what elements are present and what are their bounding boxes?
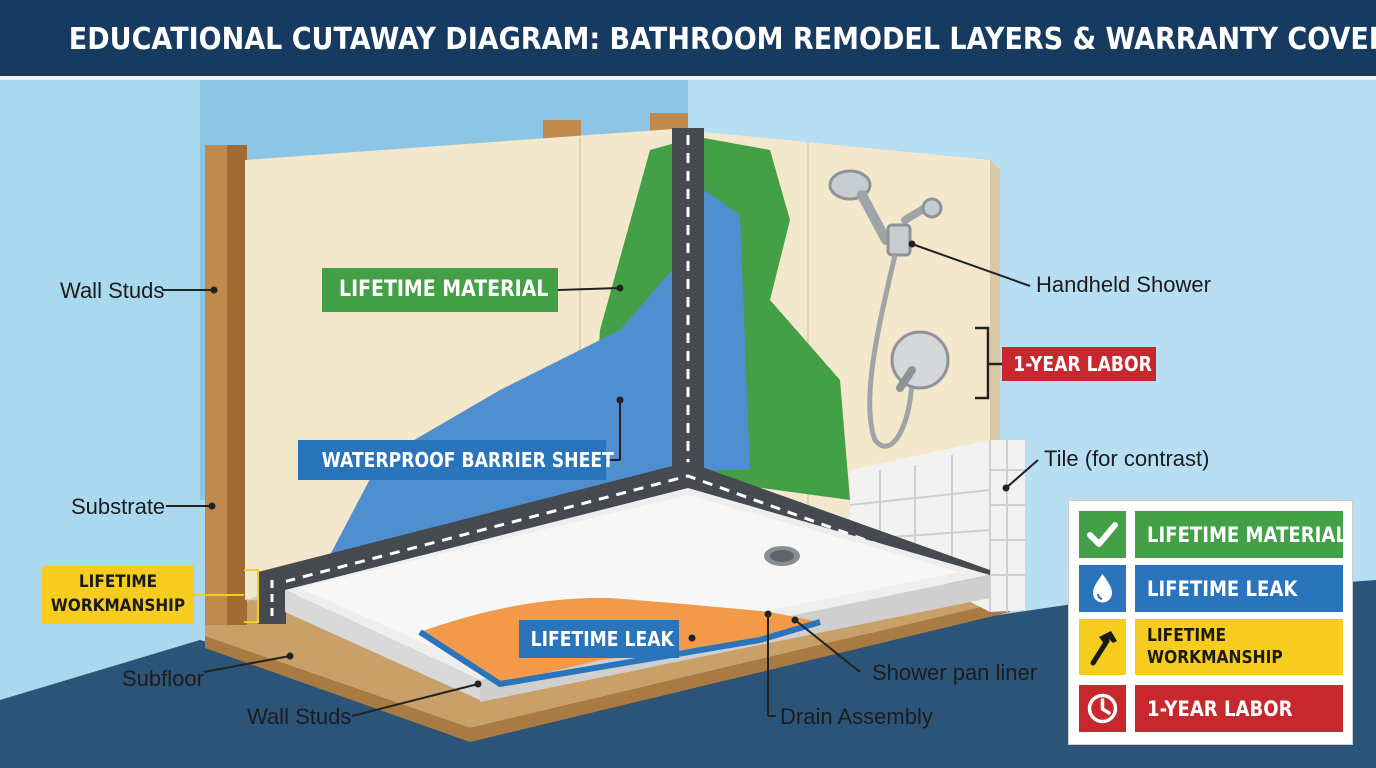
label-drain-assembly: Drain Assembly: [780, 704, 933, 729]
label-shower-pan-liner: Shower pan liner: [872, 660, 1038, 685]
legend-label-lifetime-leak: LIFETIME LEAK: [1135, 565, 1343, 612]
wall-stud-left-side: [227, 145, 247, 625]
label-wall-studs-top: Wall Studs: [60, 278, 165, 303]
wall-stud-left: [205, 145, 227, 625]
label-handheld-shower: Handheld Shower: [1036, 272, 1211, 297]
legend-label-lifetime-material: LIFETIME MATERIAL: [1135, 511, 1347, 558]
legend-item-lifetime-workmanship: LIFETIME WORKMANSHIP: [1079, 619, 1343, 675]
legend-item-lifetime-leak: LIFETIME LEAK: [1079, 565, 1343, 612]
waterproof-barrier-side: [704, 190, 750, 470]
legend-item-one-year-labor: 1-YEAR LABOR: [1079, 685, 1343, 732]
label-substrate: Substrate: [71, 494, 166, 519]
checkmark-icon: [1079, 511, 1126, 558]
label-subfloor: Subfloor: [122, 666, 204, 691]
subfloor-edge: [205, 600, 1010, 742]
legend-label-lifetime-workmanship: LIFETIME WORKMANSHIP: [1135, 619, 1343, 675]
label-wall-studs-bottom: Wall Studs: [247, 704, 352, 729]
hammer-icon: [1079, 619, 1126, 675]
page-title: EDUCATIONAL CUTAWAY DIAGRAM: BATHROOM RE…: [68, 22, 1376, 57]
legend: LIFETIME MATERIAL LIFETIME LEAK LIFETIME…: [1068, 500, 1353, 745]
tag-one-year-labor: 1-YEAR LABOR: [1002, 347, 1156, 381]
clock-icon: [1079, 685, 1126, 732]
legend-item-lifetime-material: LIFETIME MATERIAL: [1079, 511, 1347, 558]
water-drop-icon: [1079, 565, 1126, 612]
tag-lifetime-material: LIFETIME MATERIAL: [322, 268, 558, 312]
handheld-shower-fixture: [828, 169, 950, 449]
title-bar: EDUCATIONAL CUTAWAY DIAGRAM: BATHROOM RE…: [0, 0, 1376, 80]
leader-lines: [162, 243, 1039, 717]
tag-lifetime-workmanship: LIFETIME WORKMANSHIP: [42, 566, 194, 624]
tag-waterproof-barrier: WATERPROOF BARRIER SHEET: [298, 440, 614, 480]
tag-lifetime-leak: LIFETIME LEAK: [519, 620, 679, 658]
label-tile: Tile (for contrast): [1044, 446, 1210, 471]
legend-label-one-year-labor: 1-YEAR LABOR: [1135, 685, 1343, 732]
